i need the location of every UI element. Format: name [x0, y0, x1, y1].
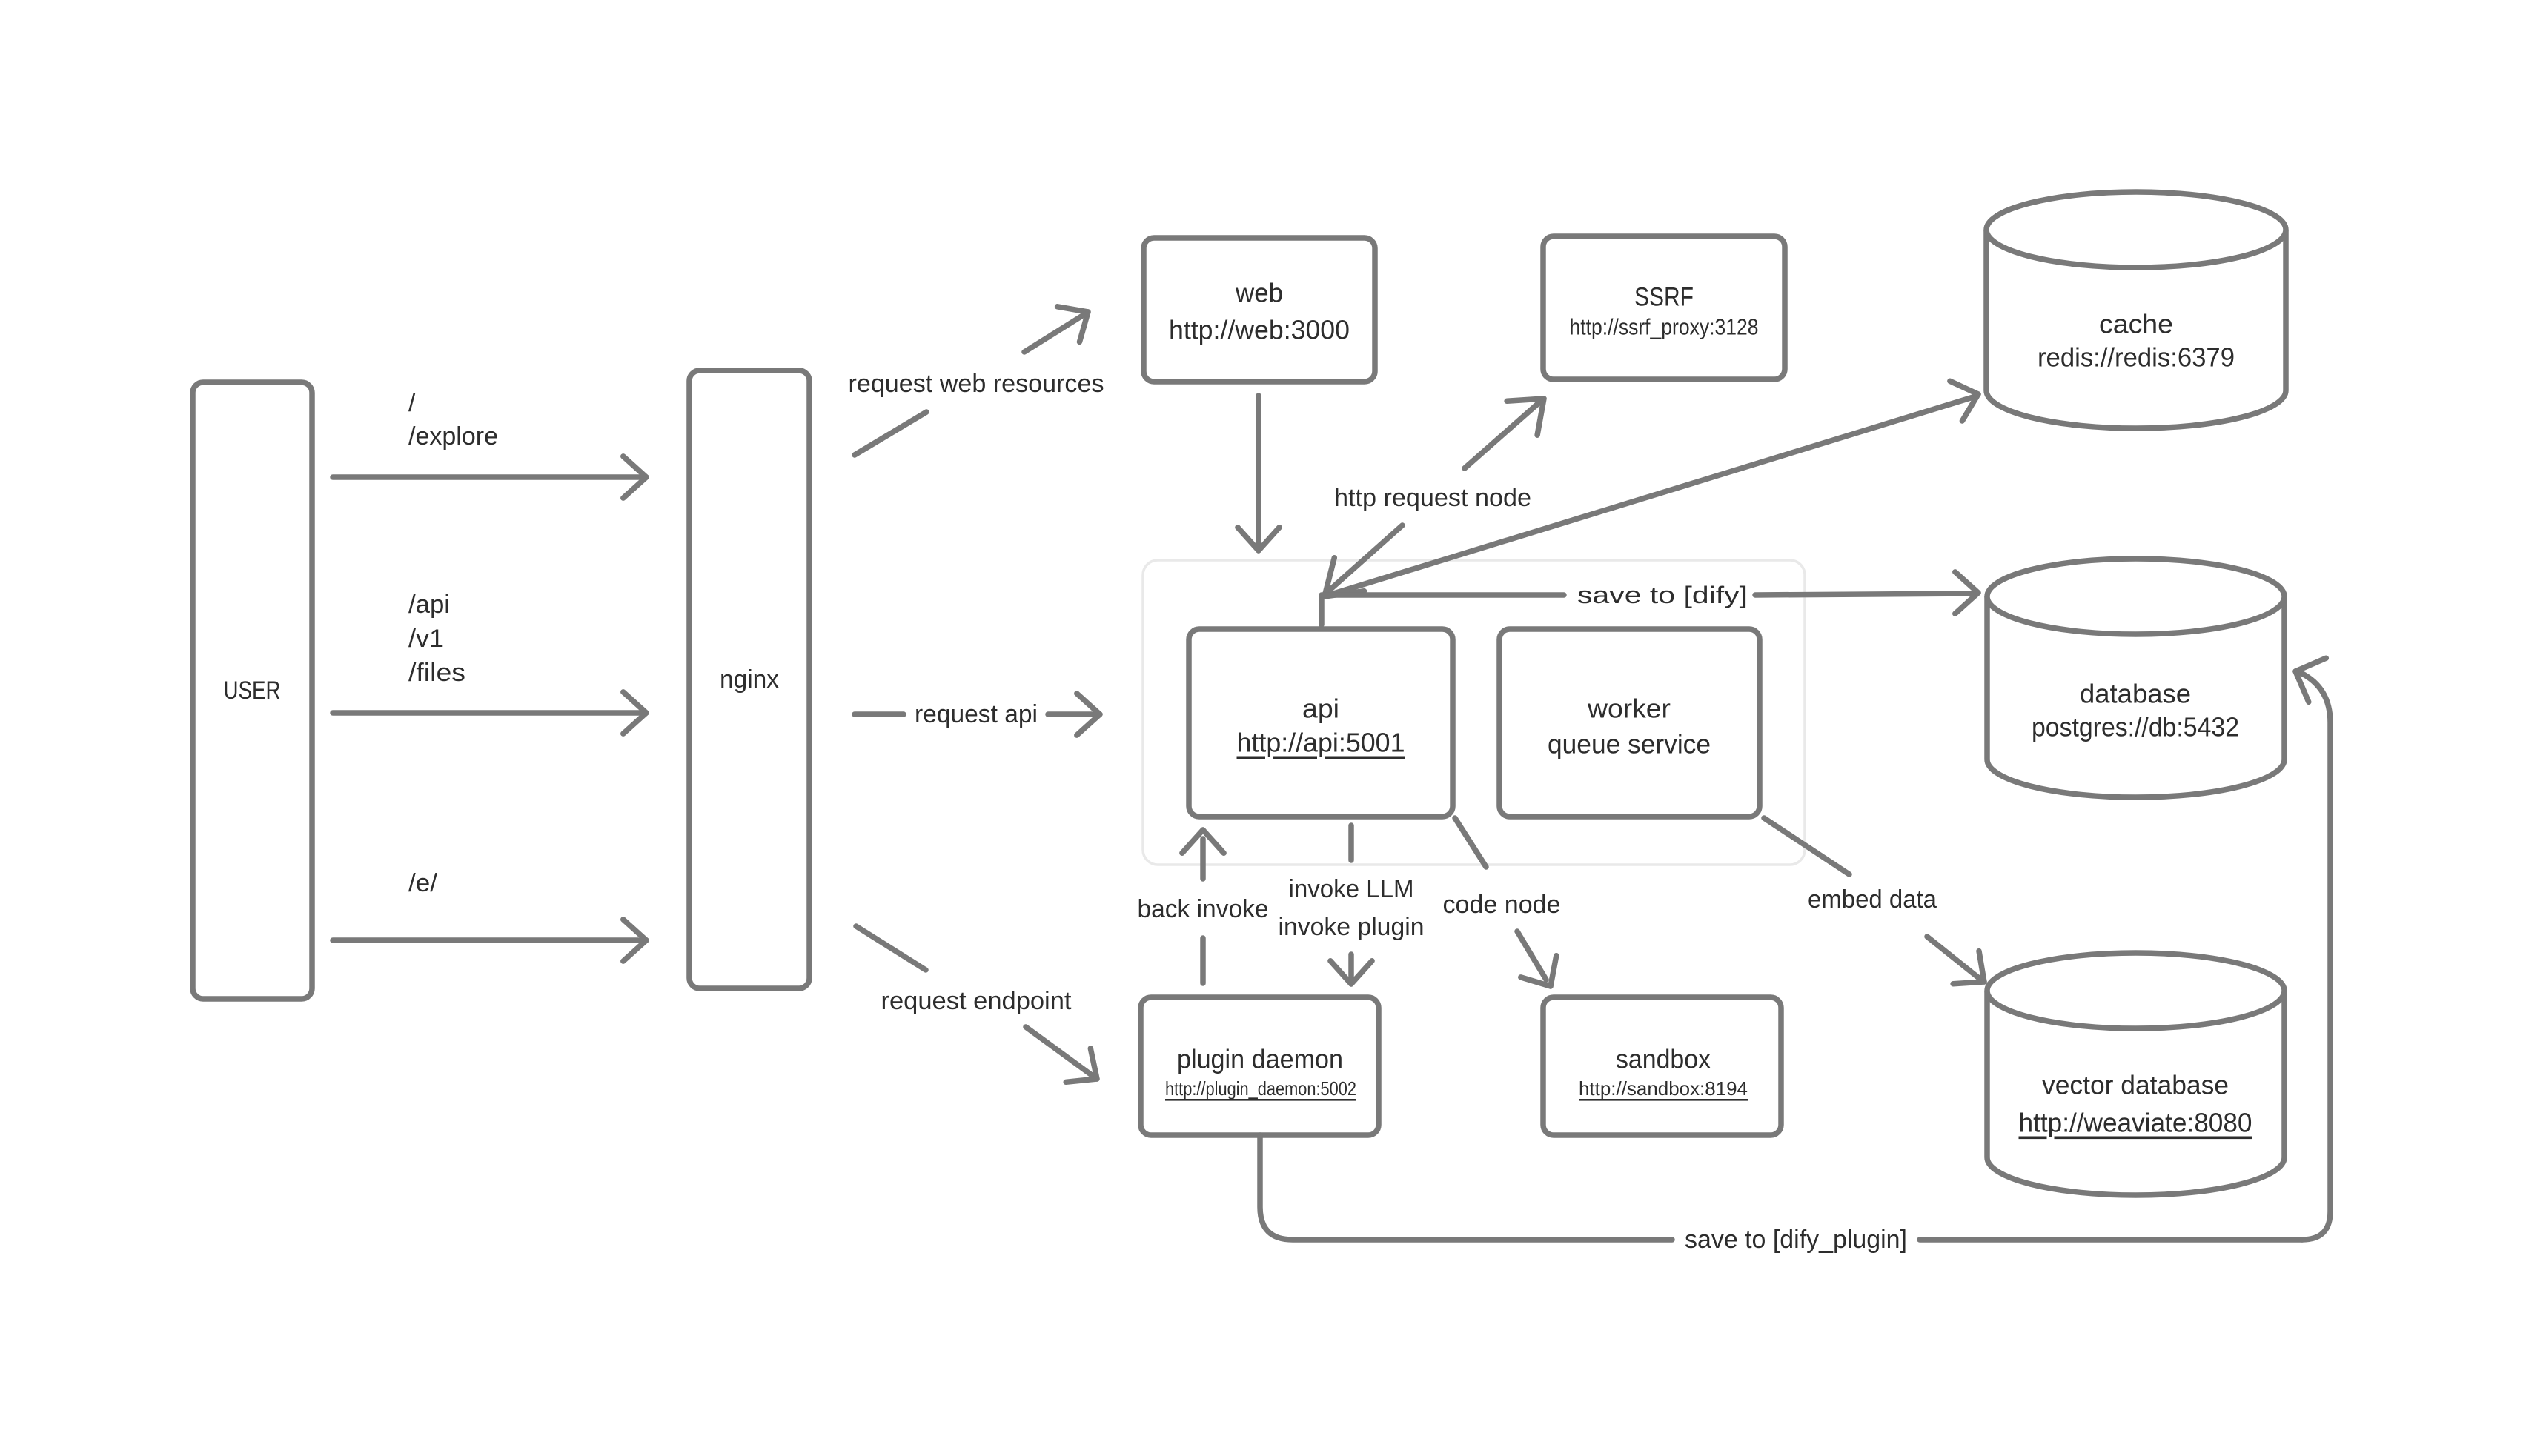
svg-text:sandbox: sandbox	[1616, 1044, 1711, 1074]
svg-text:/e/: /e/	[408, 869, 438, 897]
svg-text:/: /	[408, 389, 416, 417]
svg-text:plugin daemon: plugin daemon	[1177, 1044, 1343, 1074]
svg-text:nginx: nginx	[720, 665, 779, 694]
svg-text:request web resources: request web resources	[849, 370, 1104, 398]
svg-text:/v1: /v1	[408, 625, 444, 653]
svg-text:http://api:5001: http://api:5001	[1237, 728, 1405, 758]
svg-text:postgres://db:5432: postgres://db:5432	[2032, 712, 2239, 742]
svg-text:web: web	[1235, 278, 1283, 308]
svg-text:request endpoint: request endpoint	[881, 987, 1072, 1015]
svg-text:http://plugin_daemon:5002: http://plugin_daemon:5002	[1165, 1077, 1356, 1100]
svg-text:invoke LLM: invoke LLM	[1289, 875, 1414, 903]
svg-text:http request node: http request node	[1334, 484, 1531, 512]
svg-text:/files: /files	[408, 659, 465, 687]
svg-text:request api: request api	[915, 700, 1038, 728]
svg-text:database: database	[2080, 679, 2191, 709]
svg-text:embed data: embed data	[1808, 885, 1937, 914]
svg-text:SSRF: SSRF	[1634, 283, 1694, 312]
svg-text:cache: cache	[2099, 309, 2173, 339]
svg-text:back invoke: back invoke	[1138, 895, 1269, 923]
svg-text:/explore: /explore	[408, 422, 498, 451]
svg-text:save to [dify]: save to [dify]	[1577, 582, 1748, 608]
svg-text:code node: code node	[1443, 891, 1561, 919]
svg-text:vector database: vector database	[2042, 1070, 2229, 1100]
svg-text:http://sandbox:8194: http://sandbox:8194	[1579, 1077, 1748, 1100]
svg-text:http://weaviate:8080: http://weaviate:8080	[2019, 1108, 2252, 1138]
svg-text:api: api	[1302, 694, 1339, 724]
svg-text:save to [dify_plugin]: save to [dify_plugin]	[1685, 1226, 1907, 1254]
svg-text:http://web:3000: http://web:3000	[1169, 315, 1350, 345]
svg-text:http://ssrf_proxy:3128: http://ssrf_proxy:3128	[1570, 314, 1759, 340]
svg-text:invoke plugin: invoke plugin	[1279, 913, 1425, 941]
svg-text:worker: worker	[1587, 694, 1671, 724]
svg-text:redis://redis:6379: redis://redis:6379	[2038, 342, 2235, 373]
svg-text:USER: USER	[224, 677, 281, 705]
svg-text:queue service: queue service	[1548, 729, 1711, 759]
svg-text:/api: /api	[408, 591, 450, 619]
